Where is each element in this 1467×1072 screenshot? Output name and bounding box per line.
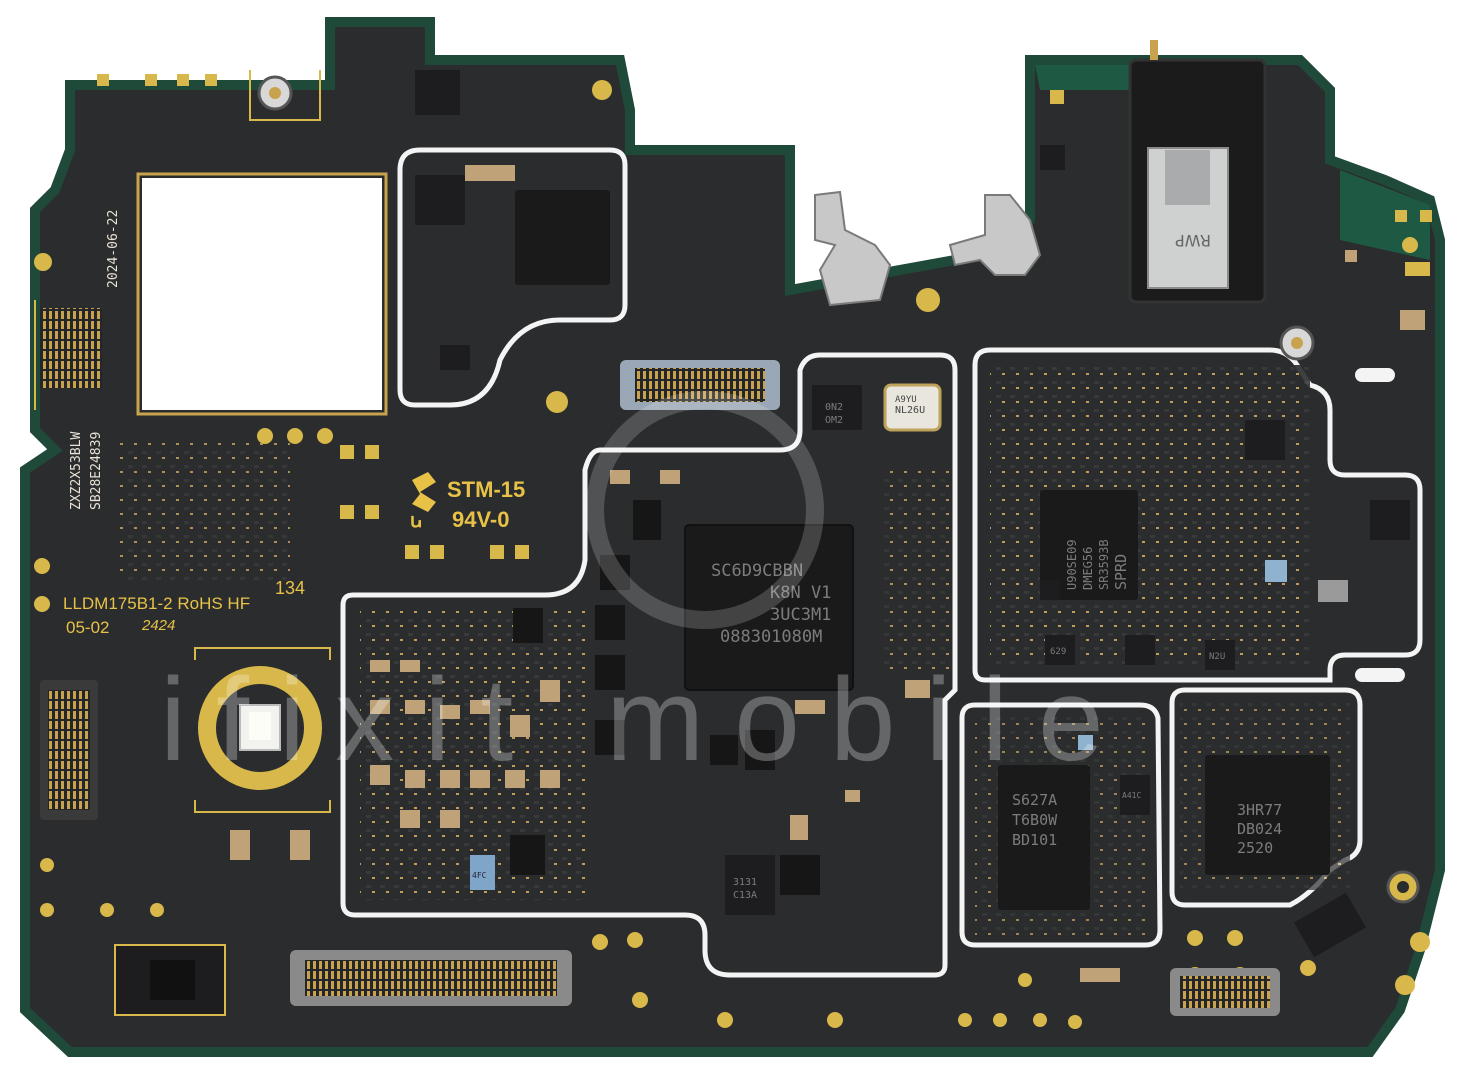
small-c-mark: A41C: [1122, 791, 1141, 800]
blue-part: [1078, 735, 1093, 750]
square-pads: [97, 74, 1432, 559]
silk-num: 134: [275, 578, 305, 598]
board-connector-main-pins: [305, 960, 557, 996]
small-b-mark: N2U: [1209, 652, 1225, 662]
sprd-mark-3: DMEG56: [1081, 547, 1095, 590]
soc-mark-4: 088301080M: [720, 627, 822, 647]
test-points: [34, 80, 1430, 1029]
pmic-mark-1: S627A: [1012, 791, 1057, 809]
rf-connector-center: [1291, 337, 1303, 349]
shield-outline-pmic: [959, 702, 1163, 948]
rf-chip-top: [515, 190, 610, 285]
sprd-mark-1: SPRD: [1112, 554, 1130, 590]
small-chip: [1294, 892, 1366, 958]
small-chip: [415, 175, 465, 225]
xtal-mark-1: NL26U: [895, 405, 925, 416]
slot-cutout: [1355, 668, 1405, 682]
memory-chip: [1205, 755, 1330, 875]
qfn-a-mark-2: OM2: [825, 415, 843, 426]
mem-mark-3: 2520: [1237, 839, 1273, 857]
small-chip: [440, 345, 470, 370]
soc-chip: [684, 524, 854, 691]
watermark: ifixit mobile: [160, 654, 1134, 786]
mem-mark-2: DB024: [1237, 820, 1282, 838]
small-chip: [1245, 420, 1285, 460]
silk-stm: STM-15: [447, 477, 525, 502]
small-chip: [812, 385, 862, 430]
qfn-c-mark-1: 3131: [733, 877, 757, 888]
small-chip: [1040, 145, 1065, 170]
blue-a-mark: 4FC: [472, 871, 487, 880]
silk-id-2: SB28E24839: [89, 432, 104, 510]
blue-part: [1265, 560, 1287, 582]
board-connector-left-pins: [48, 690, 90, 810]
pmic-chip: [998, 765, 1090, 910]
blue-part: [470, 855, 495, 890]
silkscreen-brackets: [34, 70, 331, 813]
qfn-a-mark-1: 0N2: [825, 402, 843, 413]
pmic-mark-2: T6B0W: [1012, 811, 1058, 829]
crystal: [883, 383, 942, 432]
s-logo: [412, 472, 436, 512]
spring-contact: [948, 194, 1042, 276]
jack-mark: RWP: [1175, 231, 1211, 250]
power-components: [510, 500, 820, 895]
gray-part: [1318, 580, 1348, 602]
board-connector-top-pins: [635, 368, 765, 402]
connector-small-inner: [150, 960, 195, 1000]
board-connector-right-pins: [1180, 976, 1270, 1008]
qfn-c-mark-2: C13A: [733, 890, 757, 901]
xtal-mark-2: A9YU: [895, 395, 917, 405]
small-chip: [1370, 500, 1410, 540]
ul-logo: ꭎ: [410, 510, 422, 532]
shield-outline-soc: [340, 352, 958, 978]
small-chip: [1125, 635, 1155, 665]
sprd-mark-4: U90SE09: [1065, 539, 1079, 590]
pmic-mark-3: BD101: [1012, 831, 1057, 849]
component-area: [120, 440, 290, 580]
silk-code1: 05-02: [66, 618, 109, 637]
small-chip: [725, 855, 775, 915]
rf-connector-center: [269, 87, 281, 99]
soc-mark-3: 3UC3M1: [770, 605, 831, 625]
sprd-mark-2: SR3593B: [1097, 539, 1111, 590]
board-edge-green: [1035, 65, 1130, 90]
silk-rating: 94V-0: [452, 507, 510, 532]
soc-mark-1: SC6D9CBBN: [711, 561, 803, 581]
small-chip: [1120, 775, 1150, 815]
flash-led-core: [249, 712, 271, 740]
shield-outline-rf: [972, 347, 1423, 683]
soc-mark-2: K8N V1: [770, 583, 831, 603]
small-chip: [415, 70, 460, 115]
mem-mark-1: 3HR77: [1237, 801, 1282, 819]
silk-date: 2024-06-22: [106, 210, 121, 288]
camera-cutout: [142, 178, 382, 410]
sprd-chip: [1040, 490, 1138, 600]
small-chip: [1040, 580, 1060, 600]
small-a-mark: 629: [1050, 647, 1066, 657]
component-area: [360, 610, 590, 900]
small-chip: [1205, 640, 1235, 670]
silk-part: LLDM175B1-2 RoHS HF: [63, 594, 250, 613]
shield-outline-top: [397, 147, 628, 408]
audio-jack-pin: [1150, 40, 1158, 60]
component-area: [990, 365, 1310, 665]
silk-id-1: ZXZ2X53BLW: [69, 432, 84, 510]
component-area: [880, 470, 950, 670]
spring-contact: [814, 190, 892, 307]
audio-jack-window: [1165, 150, 1210, 205]
camera-cutout-frame: [136, 172, 388, 416]
slot-cutout: [1355, 368, 1395, 382]
small-chip: [1045, 635, 1075, 665]
silk-code2: 2424: [141, 617, 175, 634]
watermark-logo: [586, 391, 824, 629]
capacitors: [230, 165, 1425, 982]
rf-connector-center: [1397, 881, 1409, 893]
datamatrix-code: [40, 308, 102, 388]
